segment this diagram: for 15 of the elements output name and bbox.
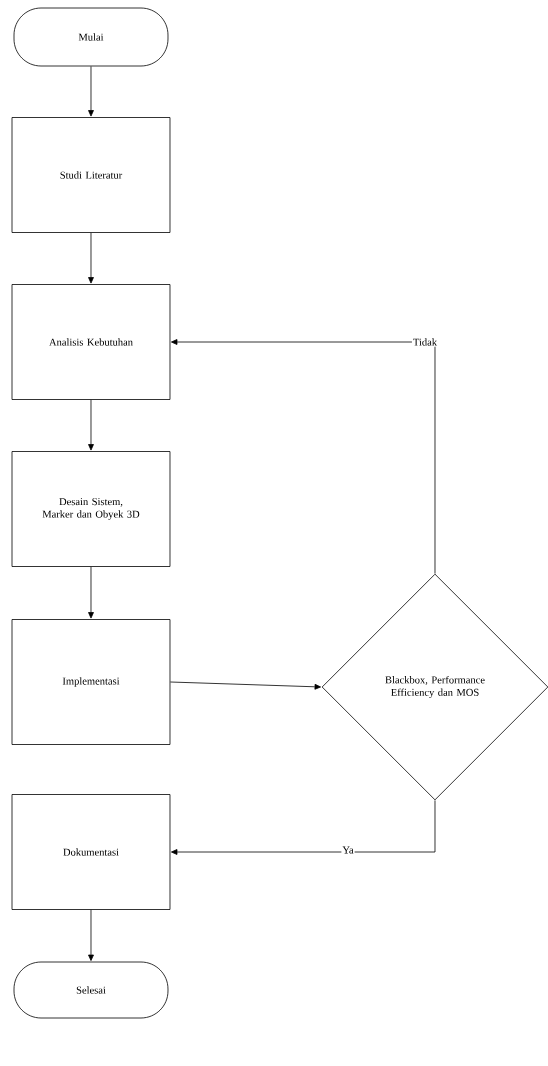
process-box: Desain Sistem, Marker dan Obyek 3D [11,451,171,567]
arrow [171,800,436,855]
arrow [88,399,94,451]
arrow [88,232,94,284]
arrow [88,909,94,961]
arrow [88,66,94,117]
edge-label: Tidak [411,337,439,347]
edge-label: Ya [341,845,355,855]
arrow [170,681,321,690]
process-box: Analisis Kebutuhan [11,284,171,400]
arrow [171,339,436,574]
process-box: Studi Literatur [11,117,171,233]
process-box: Dokumentasi [11,794,171,910]
arrow [88,566,94,619]
process-box: Implementasi [11,619,171,745]
